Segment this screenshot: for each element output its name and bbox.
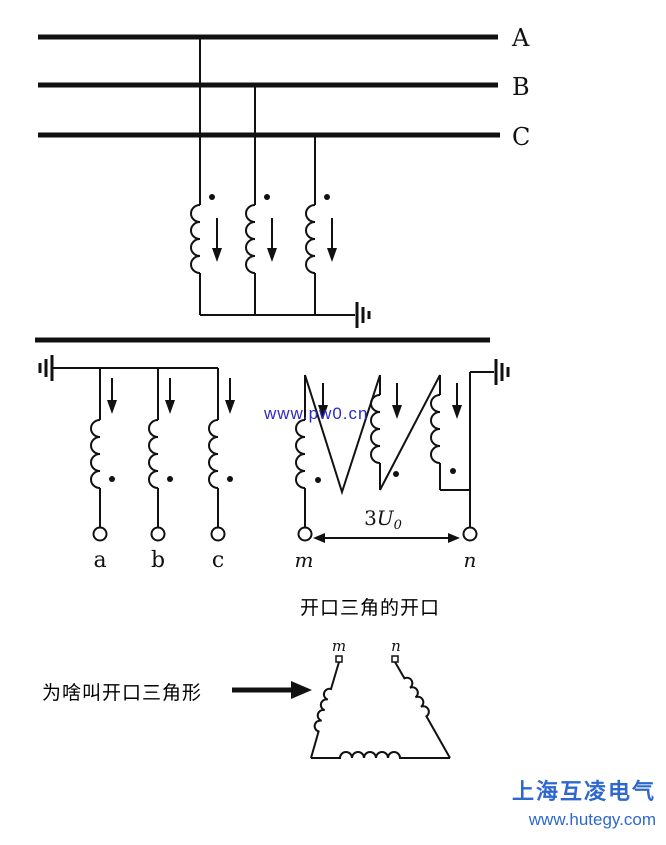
current-arrow (392, 383, 402, 419)
polarity-dot (109, 476, 115, 482)
secondary-coil-a (90, 419, 101, 489)
current-arrow (107, 378, 117, 414)
polarity-dot (227, 476, 233, 482)
polarity-dot (167, 476, 173, 482)
triangle-bottom-winding (311, 751, 450, 759)
open-delta-coil-1 (295, 419, 306, 489)
footer-website: www.hutegy.com (528, 810, 656, 829)
triangle-m-terminal (335, 655, 343, 663)
secondary-coil-b (148, 419, 159, 489)
bus-label-a: A (511, 24, 530, 52)
triangle-m-label: m (332, 637, 346, 655)
terminal-n-circle (462, 526, 478, 542)
terminal-a-circle (92, 526, 108, 542)
terminal-m-label: m (295, 548, 314, 572)
polarity-dot (209, 194, 215, 200)
current-arrow (212, 218, 222, 262)
terminal-n-label: n (464, 548, 477, 572)
terminal-b-label: b (151, 548, 165, 573)
bus-label-b: B (512, 73, 530, 101)
current-arrow (165, 378, 175, 414)
primary-coil-c (305, 204, 316, 274)
caption-why-open-triangle: 为啥叫开口三角形 (42, 683, 203, 704)
terminal-m-circle (297, 526, 313, 542)
voltage-span-arrow (313, 533, 460, 543)
current-arrow (318, 383, 328, 419)
current-arrow (327, 218, 337, 262)
ground-icon (355, 302, 371, 328)
footer: 上海互凌电气 www.hutegy.com (512, 774, 656, 830)
ground-icon (494, 359, 510, 385)
open-delta-coil-3 (430, 394, 441, 464)
caption-open-delta: 开口三角的开口 (300, 598, 441, 619)
terminal-c-label: c (212, 548, 224, 573)
current-arrow (452, 383, 462, 419)
triangle-right-winding (394, 661, 451, 759)
triangle-n-label: n (391, 637, 401, 655)
bus-label-c: C (512, 123, 530, 151)
footer-company-name: 上海互凌电气 (511, 779, 656, 804)
ground-icon (38, 355, 54, 381)
triangle-left-winding (310, 661, 340, 759)
pointer-arrow (232, 681, 312, 699)
secondary-coil-c (208, 419, 219, 489)
primary-coil-a (190, 204, 201, 274)
open-delta-coil-2 (370, 394, 381, 464)
polarity-dot (264, 194, 270, 200)
terminal-a-label: a (93, 548, 106, 573)
polarity-dot (315, 477, 321, 483)
primary-coil-b (245, 204, 256, 274)
secondary-wiring (52, 367, 219, 527)
open-delta-wiring (304, 371, 494, 528)
current-arrow (267, 218, 277, 262)
primary-wiring (199, 37, 355, 316)
terminal-c-circle (210, 526, 226, 542)
polarity-dot (450, 468, 456, 474)
triangle-n-terminal (391, 655, 399, 663)
polarity-dot (324, 194, 330, 200)
voltage-label: 3U0 (364, 506, 402, 533)
polarity-dot (393, 471, 399, 477)
watermark-text: www.pw0.cn (264, 404, 369, 423)
terminal-b-circle (150, 526, 166, 542)
current-arrow (225, 378, 235, 414)
